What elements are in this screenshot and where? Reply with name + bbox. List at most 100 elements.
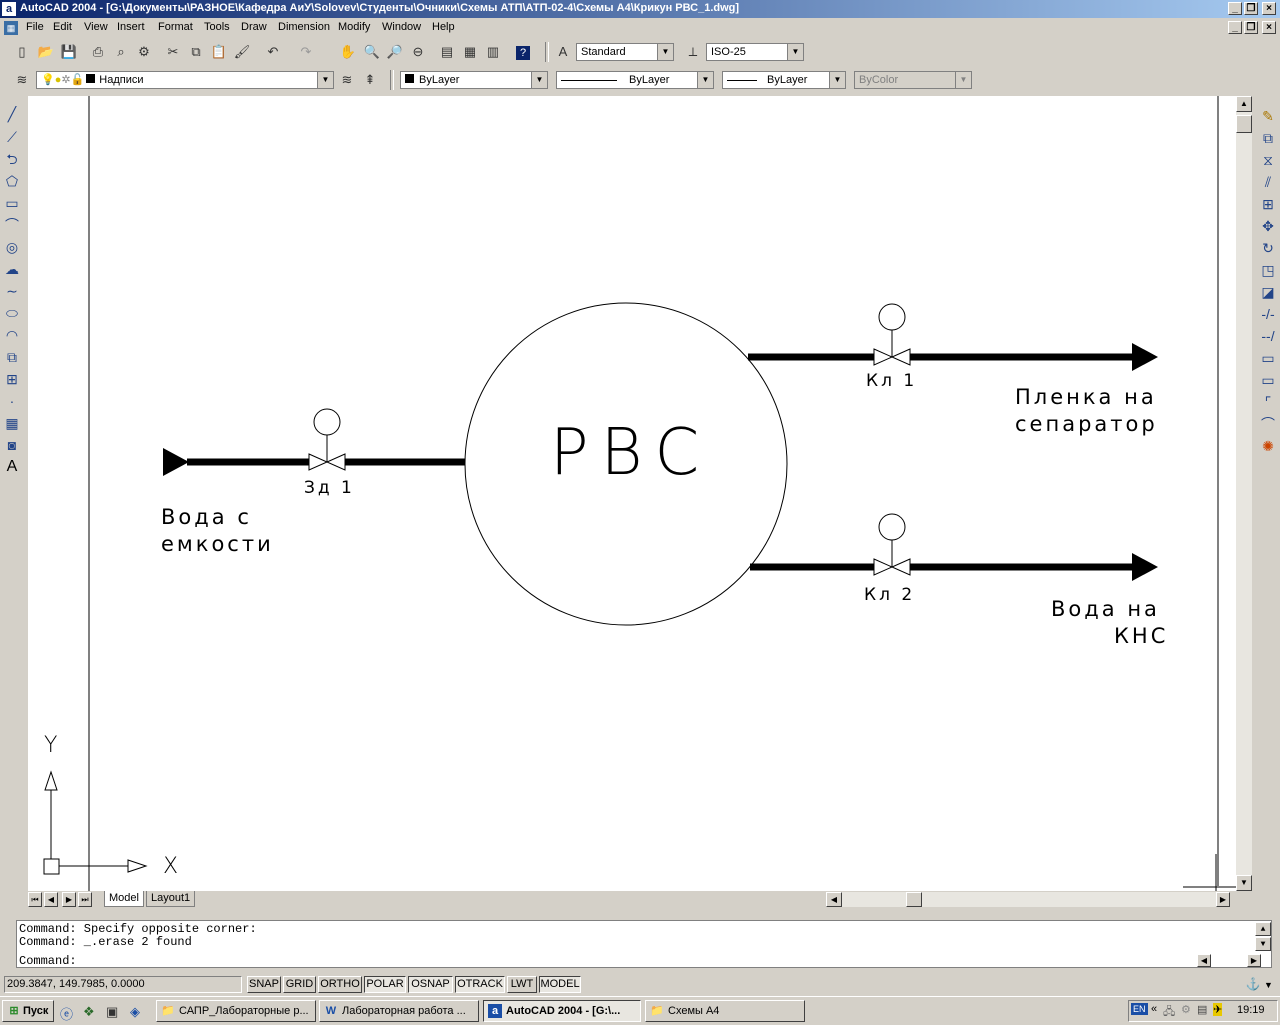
copy-icon[interactable]: ⧉	[191, 44, 201, 59]
erase-icon[interactable]: ✎	[1262, 108, 1274, 124]
tab-model[interactable]: Model	[104, 891, 144, 907]
polygon-icon[interactable]: ⬠	[5, 173, 19, 189]
menu-draw[interactable]: Draw	[241, 21, 267, 33]
grid-toggle[interactable]: GRID	[283, 976, 316, 993]
spline-icon[interactable]: ∼	[6, 283, 18, 299]
horizontal-scrollbar[interactable]: ◀ ▶	[826, 892, 1230, 907]
print-icon[interactable]: ⎙	[92, 44, 104, 59]
undo-icon[interactable]: ↶	[267, 44, 279, 59]
otrack-toggle[interactable]: OTRACK	[455, 976, 505, 993]
stretch-icon[interactable]: ◪	[1261, 284, 1275, 300]
clock[interactable]: 19:19	[1237, 1004, 1265, 1016]
array-icon[interactable]: ⊞	[1262, 196, 1274, 212]
make-layer-current-icon[interactable]: ≋	[341, 72, 353, 87]
menu-window[interactable]: Window	[382, 21, 422, 33]
arc-icon[interactable]: ⌒	[5, 217, 19, 233]
command-prompt[interactable]: Command:	[19, 954, 77, 968]
menu-file[interactable]: File	[26, 21, 44, 33]
status-menu-icon[interactable]: ▼	[1264, 980, 1273, 990]
autocad-icon[interactable]: a	[2, 2, 16, 16]
scroll-left-icon[interactable]: ◀	[826, 892, 842, 907]
scroll-down-icon[interactable]: ▼	[1236, 875, 1252, 891]
antivirus-icon[interactable]: ✈	[1213, 1003, 1223, 1016]
text-style-icon[interactable]: A	[558, 44, 568, 59]
chevron-down-icon[interactable]: ▼	[657, 44, 673, 60]
chamfer-icon[interactable]: ⌜	[1264, 394, 1272, 410]
explode-icon[interactable]: ✺	[1262, 438, 1274, 454]
publish-icon[interactable]: ⚙	[138, 44, 150, 59]
polar-toggle[interactable]: POLAR	[364, 976, 406, 993]
dim-style-icon[interactable]: ⟂	[688, 44, 698, 59]
layer-previous-icon[interactable]: ⇞	[364, 72, 376, 87]
point-icon[interactable]: ·	[9, 393, 15, 409]
help-icon[interactable]: ?	[513, 42, 533, 62]
lineweight-select[interactable]: ByLayer▼	[722, 71, 846, 89]
taskbar-item-folder[interactable]: 📁САПР_Лабораторные р...	[156, 1000, 316, 1022]
redo-icon[interactable]: ↷	[300, 44, 312, 59]
zoom-realtime-icon[interactable]: 🔍	[363, 44, 381, 59]
doc-minimize-button[interactable]: _	[1228, 21, 1242, 34]
design-center-icon[interactable]: ▦	[463, 44, 477, 59]
scroll-right-icon[interactable]: ▶	[1216, 892, 1230, 907]
menu-insert[interactable]: Insert	[117, 21, 145, 33]
doc-restore-button[interactable]: ❐	[1244, 21, 1258, 34]
fillet-icon[interactable]: ⌒	[1261, 416, 1275, 432]
trim-icon[interactable]: -/-	[1261, 306, 1275, 322]
rectangle-icon[interactable]: ▭	[5, 195, 19, 211]
circle-icon[interactable]: ◎	[5, 239, 19, 255]
cmd-scroll-down-icon[interactable]: ▼	[1255, 937, 1271, 951]
language-indicator[interactable]: EN	[1131, 1003, 1148, 1015]
vertical-scrollbar[interactable]: ▲ ▼	[1236, 96, 1252, 891]
multiline-text-icon[interactable]: A	[6, 458, 18, 475]
chevron-down-icon[interactable]: ▼	[531, 72, 547, 88]
region-icon[interactable]: ◙	[7, 437, 17, 453]
layer-select[interactable]: 💡●✲🔓Надписи ▼	[36, 71, 334, 89]
line-icon[interactable]: ╱	[7, 106, 17, 122]
insert-block-icon[interactable]: ⧉	[7, 349, 17, 365]
linetype-select[interactable]: ByLayer▼	[556, 71, 714, 89]
prev-tab-icon[interactable]: ◀	[44, 892, 58, 907]
explorer-icon[interactable]: ❖	[83, 1004, 95, 1019]
save-icon[interactable]: 💾	[60, 44, 78, 59]
coordinate-display[interactable]: 209.3847, 149.7985, 0.0000	[4, 976, 242, 993]
settings-icon[interactable]: ⚙	[1181, 1004, 1191, 1016]
zoom-window-icon[interactable]: 🔎	[386, 44, 404, 59]
media-icon[interactable]: ◈	[130, 1004, 140, 1019]
scale-icon[interactable]: ◳	[1261, 262, 1275, 278]
comm-center-icon[interactable]: ⚓	[1245, 977, 1261, 991]
break-icon[interactable]: ▭	[1261, 350, 1275, 366]
menu-dimension[interactable]: Dimension	[278, 21, 330, 33]
paste-icon[interactable]: 📋	[210, 44, 228, 59]
ortho-toggle[interactable]: ORTHO	[318, 976, 362, 993]
chevron-down-icon[interactable]: ▼	[317, 72, 333, 88]
zoom-previous-icon[interactable]: ⊖	[412, 44, 424, 59]
monitor-icon[interactable]: ▤	[1197, 1004, 1208, 1016]
minimize-button[interactable]: _	[1228, 2, 1242, 15]
taskbar-item-schemes[interactable]: 📁Схемы А4	[645, 1000, 805, 1022]
join-icon[interactable]: ▭	[1261, 372, 1275, 388]
offset-icon[interactable]: ⫽	[1264, 174, 1272, 190]
document-icon[interactable]: ▦	[4, 21, 18, 35]
last-tab-icon[interactable]: ⏭	[78, 892, 92, 907]
expand-tray-icon[interactable]: «	[1151, 1003, 1158, 1015]
color-select[interactable]: ByLayer▼	[400, 71, 548, 89]
h-scroll-thumb[interactable]	[906, 892, 922, 907]
chevron-down-icon[interactable]: ▼	[697, 72, 713, 88]
snap-toggle[interactable]: SNAP	[247, 976, 281, 993]
revision-cloud-icon[interactable]: ☁	[5, 261, 19, 277]
hatch-icon[interactable]: ▦	[5, 415, 19, 431]
polyline-icon[interactable]: ⮌	[6, 151, 18, 167]
drawing-area[interactable]: РВС Вода с емкости Зд 1 Кл 1 Кл 2 Пленка…	[28, 96, 1236, 891]
chevron-down-icon[interactable]: ▼	[787, 44, 803, 60]
menu-help[interactable]: Help	[432, 21, 455, 33]
ellipse-arc-icon[interactable]: ◠	[5, 327, 19, 343]
copy-object-icon[interactable]: ⧉	[1263, 130, 1273, 146]
cmd-scroll-up-icon[interactable]: ▲	[1255, 922, 1271, 936]
layer-manager-icon[interactable]: ≋	[16, 72, 28, 87]
network-icon[interactable]: 🖧	[1163, 1006, 1176, 1018]
construction-line-icon[interactable]: ⟋	[7, 129, 17, 145]
model-toggle[interactable]: MODEL	[539, 976, 581, 993]
scroll-up-icon[interactable]: ▲	[1236, 96, 1252, 112]
